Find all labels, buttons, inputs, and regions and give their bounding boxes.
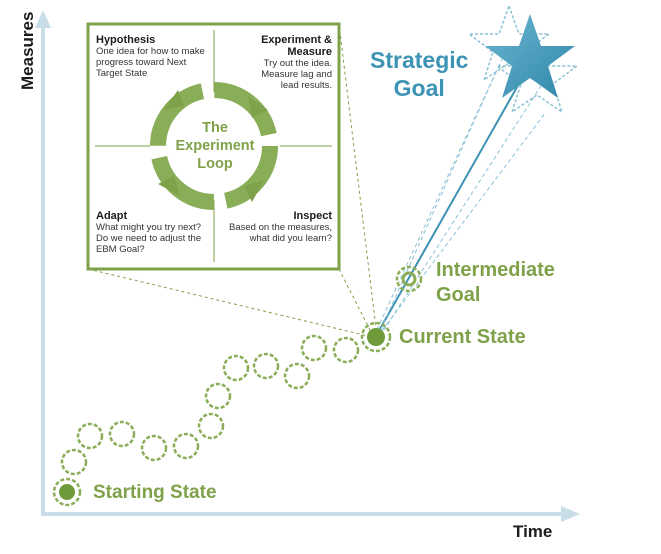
path-step-circle	[300, 334, 328, 362]
loop-arrow-head	[248, 96, 268, 118]
experiment-quadrant: Experiment & Measure Try out the idea. M…	[214, 34, 332, 91]
experiment-loop-title: The Experiment Loop	[165, 119, 265, 173]
axes	[35, 10, 580, 522]
loop-cycle-ring	[150, 82, 278, 210]
y-axis-label: Measures	[18, 11, 37, 90]
current-state-label: Current State	[399, 326, 526, 348]
zoom-line	[338, 268, 371, 331]
adapt-title: Adapt	[96, 210, 128, 222]
marker-ring	[395, 265, 423, 293]
marker-dot	[367, 328, 385, 346]
path-step-circle	[60, 448, 88, 476]
path-step-circle	[332, 336, 360, 364]
loop-title-line3: Loop	[197, 156, 233, 172]
loop-title-line1: The	[202, 120, 228, 136]
path-step-circle	[222, 354, 250, 382]
marker-dot	[59, 484, 75, 500]
path-step-circle	[283, 362, 311, 390]
hypothesis-title: Hypothesis	[96, 34, 156, 46]
path-step-circle	[172, 432, 200, 460]
intermediate-goal-marker	[395, 265, 423, 293]
experiment-loop-box	[86, 22, 341, 271]
hypothesis-text: One idea for how to make progress toward…	[96, 46, 205, 79]
path-step-circle	[204, 382, 232, 410]
trajectory-line	[377, 111, 547, 337]
path-step-circle	[252, 352, 280, 380]
strategic-goal-star	[466, 3, 580, 114]
inspect-text: Based on the measures, what did you lear…	[229, 222, 332, 244]
x-axis-arrow	[561, 506, 580, 522]
marker-ring	[52, 477, 82, 507]
adapt-text: What might you try next? Do we need to a…	[96, 222, 202, 255]
hypothesis-quadrant: Hypothesis One idea for how to make prog…	[96, 34, 214, 79]
strategic-goal-line2: Goal	[393, 75, 445, 101]
loop-title-line2: Experiment	[175, 138, 255, 154]
x-axis-label: Time	[513, 522, 553, 541]
loop-arrow-head	[164, 90, 184, 110]
starting-state-marker	[52, 477, 82, 507]
strategic-goal-line1: Strategic	[370, 47, 469, 73]
marker-ring-inner	[401, 271, 417, 287]
intermediate-goal-line2: Goal	[436, 284, 481, 306]
star-icon	[485, 14, 575, 98]
experiment-title-line2: Measure	[287, 46, 332, 58]
path-step-circle	[108, 420, 136, 448]
intermediate-goal-line1: Intermediate	[436, 259, 555, 281]
intermediate-goal-label: Intermediate Goal	[436, 258, 555, 308]
marker-ring	[360, 321, 392, 353]
experiment-title-line1: Experiment &	[261, 34, 332, 46]
path-step-circle	[140, 434, 168, 462]
loop-arrow-head	[158, 176, 180, 196]
path-step-circle	[197, 412, 225, 440]
zoom-line	[87, 268, 369, 337]
loop-arrow-head	[244, 180, 264, 202]
inspect-title: Inspect	[293, 210, 332, 222]
starting-state-label: Starting State	[93, 482, 217, 503]
inspect-quadrant: Inspect Based on the measures, what did …	[214, 210, 332, 244]
trajectory-line	[375, 79, 522, 337]
current-state-marker	[360, 321, 392, 353]
strategic-goal-label: Strategic Goal	[370, 46, 468, 102]
progress-path	[60, 334, 360, 476]
y-axis-arrow	[35, 10, 51, 28]
adapt-quadrant: Adapt What might you try next? Do we nee…	[96, 210, 214, 255]
experiment-text: Try out the idea. Measure lag and lead r…	[261, 58, 332, 91]
path-step-circle	[76, 422, 104, 450]
